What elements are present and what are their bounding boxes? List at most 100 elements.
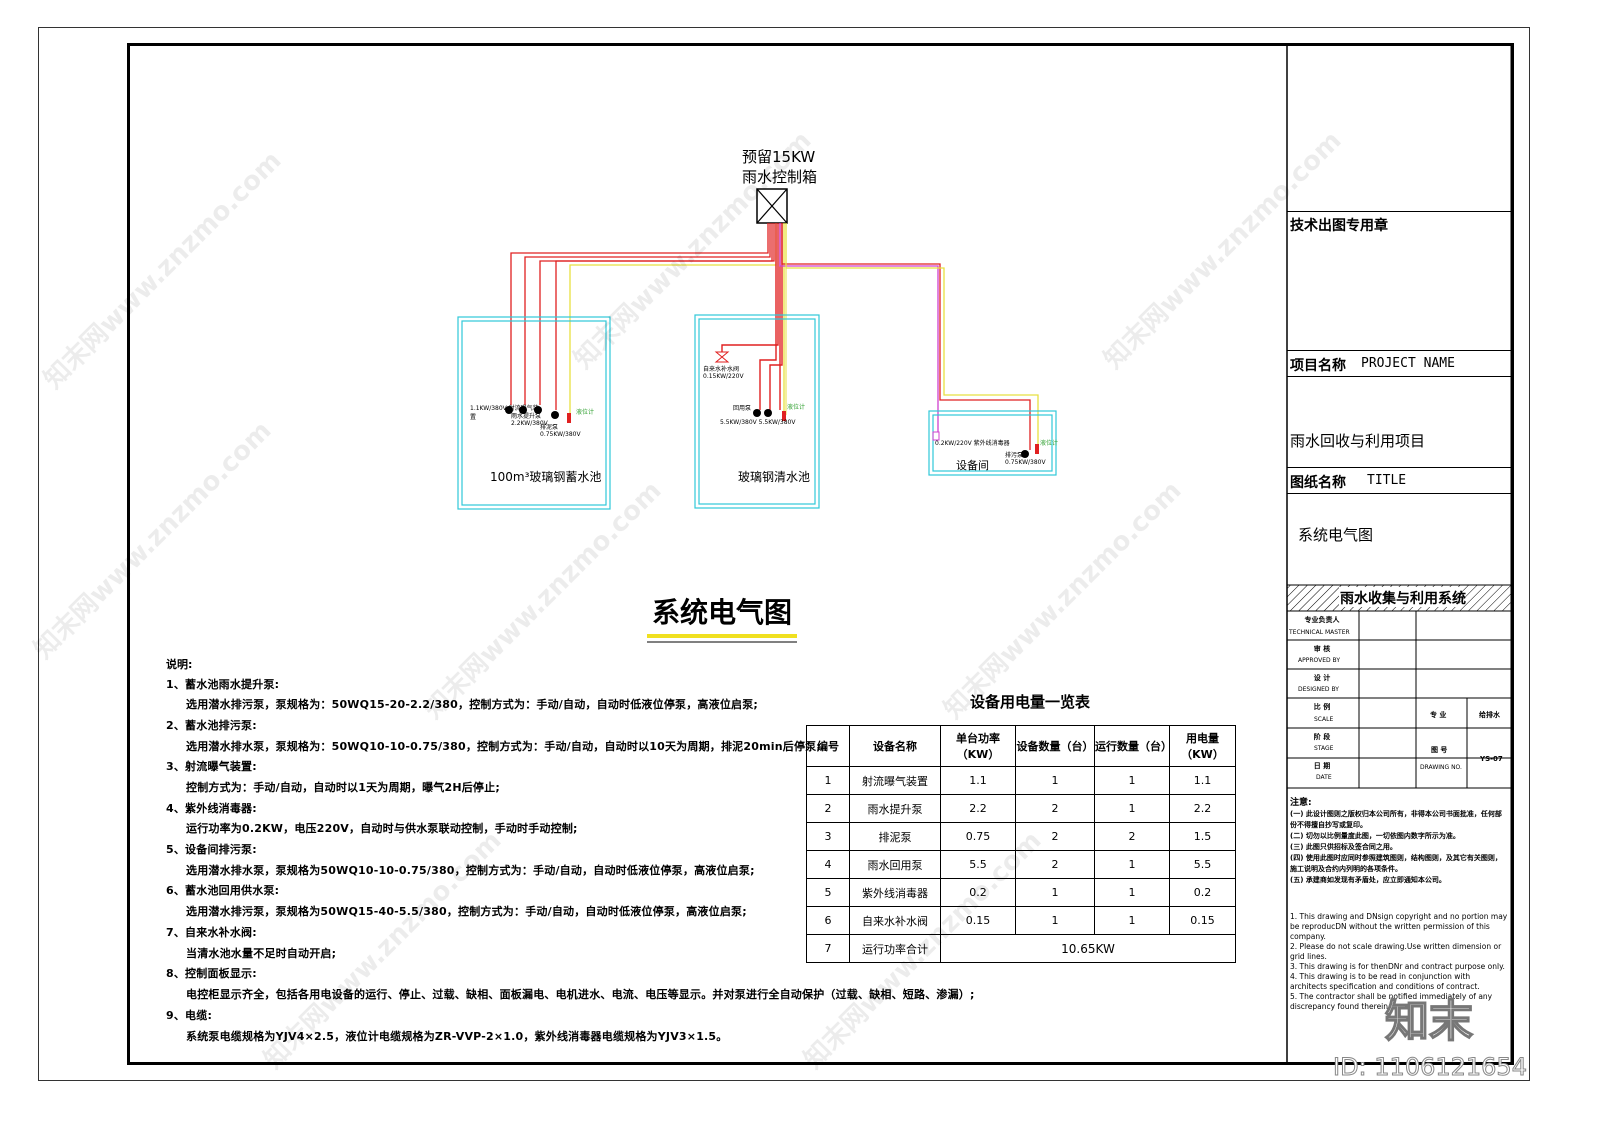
- cables-tank-1: [510, 223, 775, 410]
- remarks-cn: (一) 此设计图则之版权归本公司所有，非得本公司书面批准，任何部份不得擅自抄写或…: [1290, 809, 1508, 886]
- diagram-title: 系统电气图: [652, 596, 793, 629]
- remark-line: (三) 此图只供招标及签合同之用。: [1290, 843, 1397, 851]
- control-box-label-1: 预留15KW: [742, 148, 816, 166]
- table-cell: 1: [1015, 906, 1095, 935]
- tank-outlines: [457, 314, 1057, 510]
- uv-label: 0.2KW/220V 紫外线消毒器: [935, 440, 1010, 447]
- table-cell: 2: [1015, 794, 1095, 823]
- table-row: 2 雨水提升泵 2.2 2 1 2.2: [806, 794, 1236, 823]
- title-row: 图纸名称 TITLE: [1287, 467, 1511, 494]
- tank-2-label: 玻璃钢清水池: [738, 470, 811, 484]
- table-header-row: 编号 设备名称 单台功率（KW） 设备数量（台） 运行数量（台） 用电量（KW）: [806, 725, 1236, 767]
- tank-1-label: 100m³玻璃钢蓄水池: [490, 470, 602, 484]
- table-row: 4 雨水回用泵 5.5 2 1 5.5: [806, 850, 1236, 879]
- table-cell: 自来水补水阀: [849, 906, 941, 935]
- sign-row-cn: 设 计: [1313, 674, 1331, 682]
- remark-line: 3. This drawing is for thenDNr and contr…: [1290, 962, 1505, 971]
- note-line: 5、设备间排污泵:: [166, 843, 257, 856]
- stamp-area: 技术出图专用章: [1287, 211, 1511, 350]
- table-cell: 排泥泵: [849, 822, 941, 851]
- table-header: 设备数量（台）: [1015, 725, 1095, 767]
- table-row: 5 紫外线消毒器 0.2 1 1 0.2: [806, 878, 1236, 907]
- note-line: 2、蓄水池排污泵:: [166, 719, 257, 732]
- remark-line: 5. The contractor shall be notified imme…: [1290, 992, 1493, 1011]
- table-cell: 紫外线消毒器: [849, 878, 941, 907]
- sign-row-en: TECHNICAL MASTER: [1289, 629, 1350, 636]
- table-cell: 3: [806, 822, 850, 851]
- table-cell: 1: [1015, 878, 1095, 907]
- pump-label: 1.1KW/380V 射流曝气装置: [470, 405, 539, 421]
- remark-heading: 注意:: [1290, 798, 1312, 808]
- cable-room-pump: [781, 223, 1031, 450]
- total-value: 10.65KW: [940, 934, 1236, 963]
- table-cell: 1.1: [1169, 766, 1236, 795]
- remark-line: (四) 使用此图时应同时参照建筑图则，结构图则，及其它有关图则，施工说明及合约内…: [1290, 854, 1502, 873]
- remark-line: 1. This drawing and DNsign copyright and…: [1290, 912, 1508, 941]
- watermark-logo: 知末: [1384, 995, 1474, 1048]
- note-line: 选用潜水排水泵，泵规格为50WQ10-10-0.75/380，控制方式为：手动/…: [186, 864, 755, 877]
- note-line: 9、电缆:: [166, 1009, 213, 1022]
- drawing-no-en: DRAWING NO.: [1420, 764, 1462, 771]
- valve-label: 自来水补水阀 0.15KW/220V: [703, 366, 744, 380]
- table-cell: 0.15: [1169, 906, 1236, 935]
- table-cell: 1: [1015, 766, 1095, 795]
- pump-label: 回用泵: [733, 405, 752, 412]
- table-header: 单台功率（KW）: [940, 725, 1016, 767]
- outer-frame: [38, 27, 1530, 1081]
- remark-line: 4. This drawing is to be read in conjunc…: [1290, 972, 1480, 991]
- pump-label: 雨水提升泵 2.2KW/380V: [511, 413, 548, 427]
- note-line: 系统泵电缆规格为YJV4×2.5，液位计电缆规格为ZR-VVP-2×1.0，紫外…: [186, 1030, 728, 1043]
- equipment-table: 编号 设备名称 单台功率（KW） 设备数量（台） 运行数量（台） 用电量（KW）…: [806, 725, 1236, 963]
- cable-uv: [779, 223, 939, 432]
- sign-row-cn: 专业负责人: [1304, 616, 1340, 624]
- table-cell: 1.5: [1169, 822, 1236, 851]
- table-cell: 7: [806, 934, 850, 963]
- note-line: 8、控制面板显示:: [166, 967, 257, 980]
- table-cell: 2: [806, 794, 850, 823]
- table-total-row: 7 运行功率合计 10.65KW: [806, 934, 1236, 963]
- sign-row-en: DESIGNED BY: [1298, 686, 1339, 693]
- table-cell: 0.2: [1169, 878, 1236, 907]
- system-banner: 雨水收集与利用系统: [1340, 591, 1466, 607]
- table-header: 编号: [806, 725, 850, 767]
- level-label: 液位计: [787, 404, 806, 411]
- table-cell: 1: [806, 766, 850, 795]
- table-cell: 运行功率合计: [849, 934, 941, 963]
- equipment-table-title: 设备用电量一览表: [970, 693, 1091, 711]
- table-cell: 1: [1094, 878, 1170, 907]
- sign-row-en: APPROVED BY: [1298, 657, 1341, 664]
- table-cell: 雨水回用泵: [849, 850, 941, 879]
- watermark-id: ID: 1106121654: [1333, 1053, 1528, 1082]
- note-line: 1、蓄水池雨水提升泵:: [166, 678, 280, 691]
- sign-row-en: STAGE: [1314, 745, 1334, 752]
- note-line: 6、蓄水池回用供水泵:: [166, 884, 280, 897]
- table-header: 用电量（KW）: [1169, 725, 1236, 767]
- table-row: 1 射流曝气装置 1.1 1 1 1.1: [806, 766, 1236, 795]
- table-cell: 2: [1094, 822, 1170, 851]
- note-line: 选用潜水排水泵，泵规格为：50WQ10-10-0.75/380，控制方式为：手动…: [186, 740, 821, 753]
- level-label: 液位计: [576, 409, 595, 416]
- note-line: 电控柜显示齐全，包括各用电设备的运行、停止、过载、缺相、面板漏电、电机进水、电流…: [186, 988, 975, 1001]
- table-cell: 5.5: [1169, 850, 1236, 879]
- drawing-no-label: 图 号: [1431, 746, 1448, 754]
- table-cell: 2.2: [1169, 794, 1236, 823]
- pump-label: 5.5KW/380V 5.5KW/380V: [720, 419, 796, 426]
- table-header: 运行数量（台）: [1094, 725, 1172, 767]
- remark-line: (五) 承建商如发现有矛盾处，应立即通知本公司。: [1290, 876, 1446, 884]
- title-label: 图纸名称: [1290, 475, 1346, 491]
- remark-line: (二) 切勿以比例量度此图，一切依图内数字所示为准。: [1290, 832, 1460, 840]
- table-cell: 2: [1015, 822, 1095, 851]
- table-cell: 5: [806, 878, 850, 907]
- table-cell: 1.1: [940, 766, 1016, 795]
- discipline-value: 给排水: [1479, 711, 1500, 719]
- table-header: 设备名称: [849, 725, 941, 767]
- drawing-frame: [127, 43, 1514, 1065]
- title-en: TITLE: [1367, 473, 1407, 488]
- sign-row-cn: 日 期: [1313, 762, 1331, 770]
- table-cell: 6: [806, 906, 850, 935]
- note-line: 选用潜水排污泵，泵规格为：50WQ15-20-2.2/380，控制方式为：手动/…: [186, 698, 759, 711]
- table-cell: 1: [1094, 906, 1170, 935]
- sign-row-cn: 比 例: [1313, 703, 1331, 711]
- table-cell: 5.5: [940, 850, 1016, 879]
- table-cell: 1: [1094, 766, 1170, 795]
